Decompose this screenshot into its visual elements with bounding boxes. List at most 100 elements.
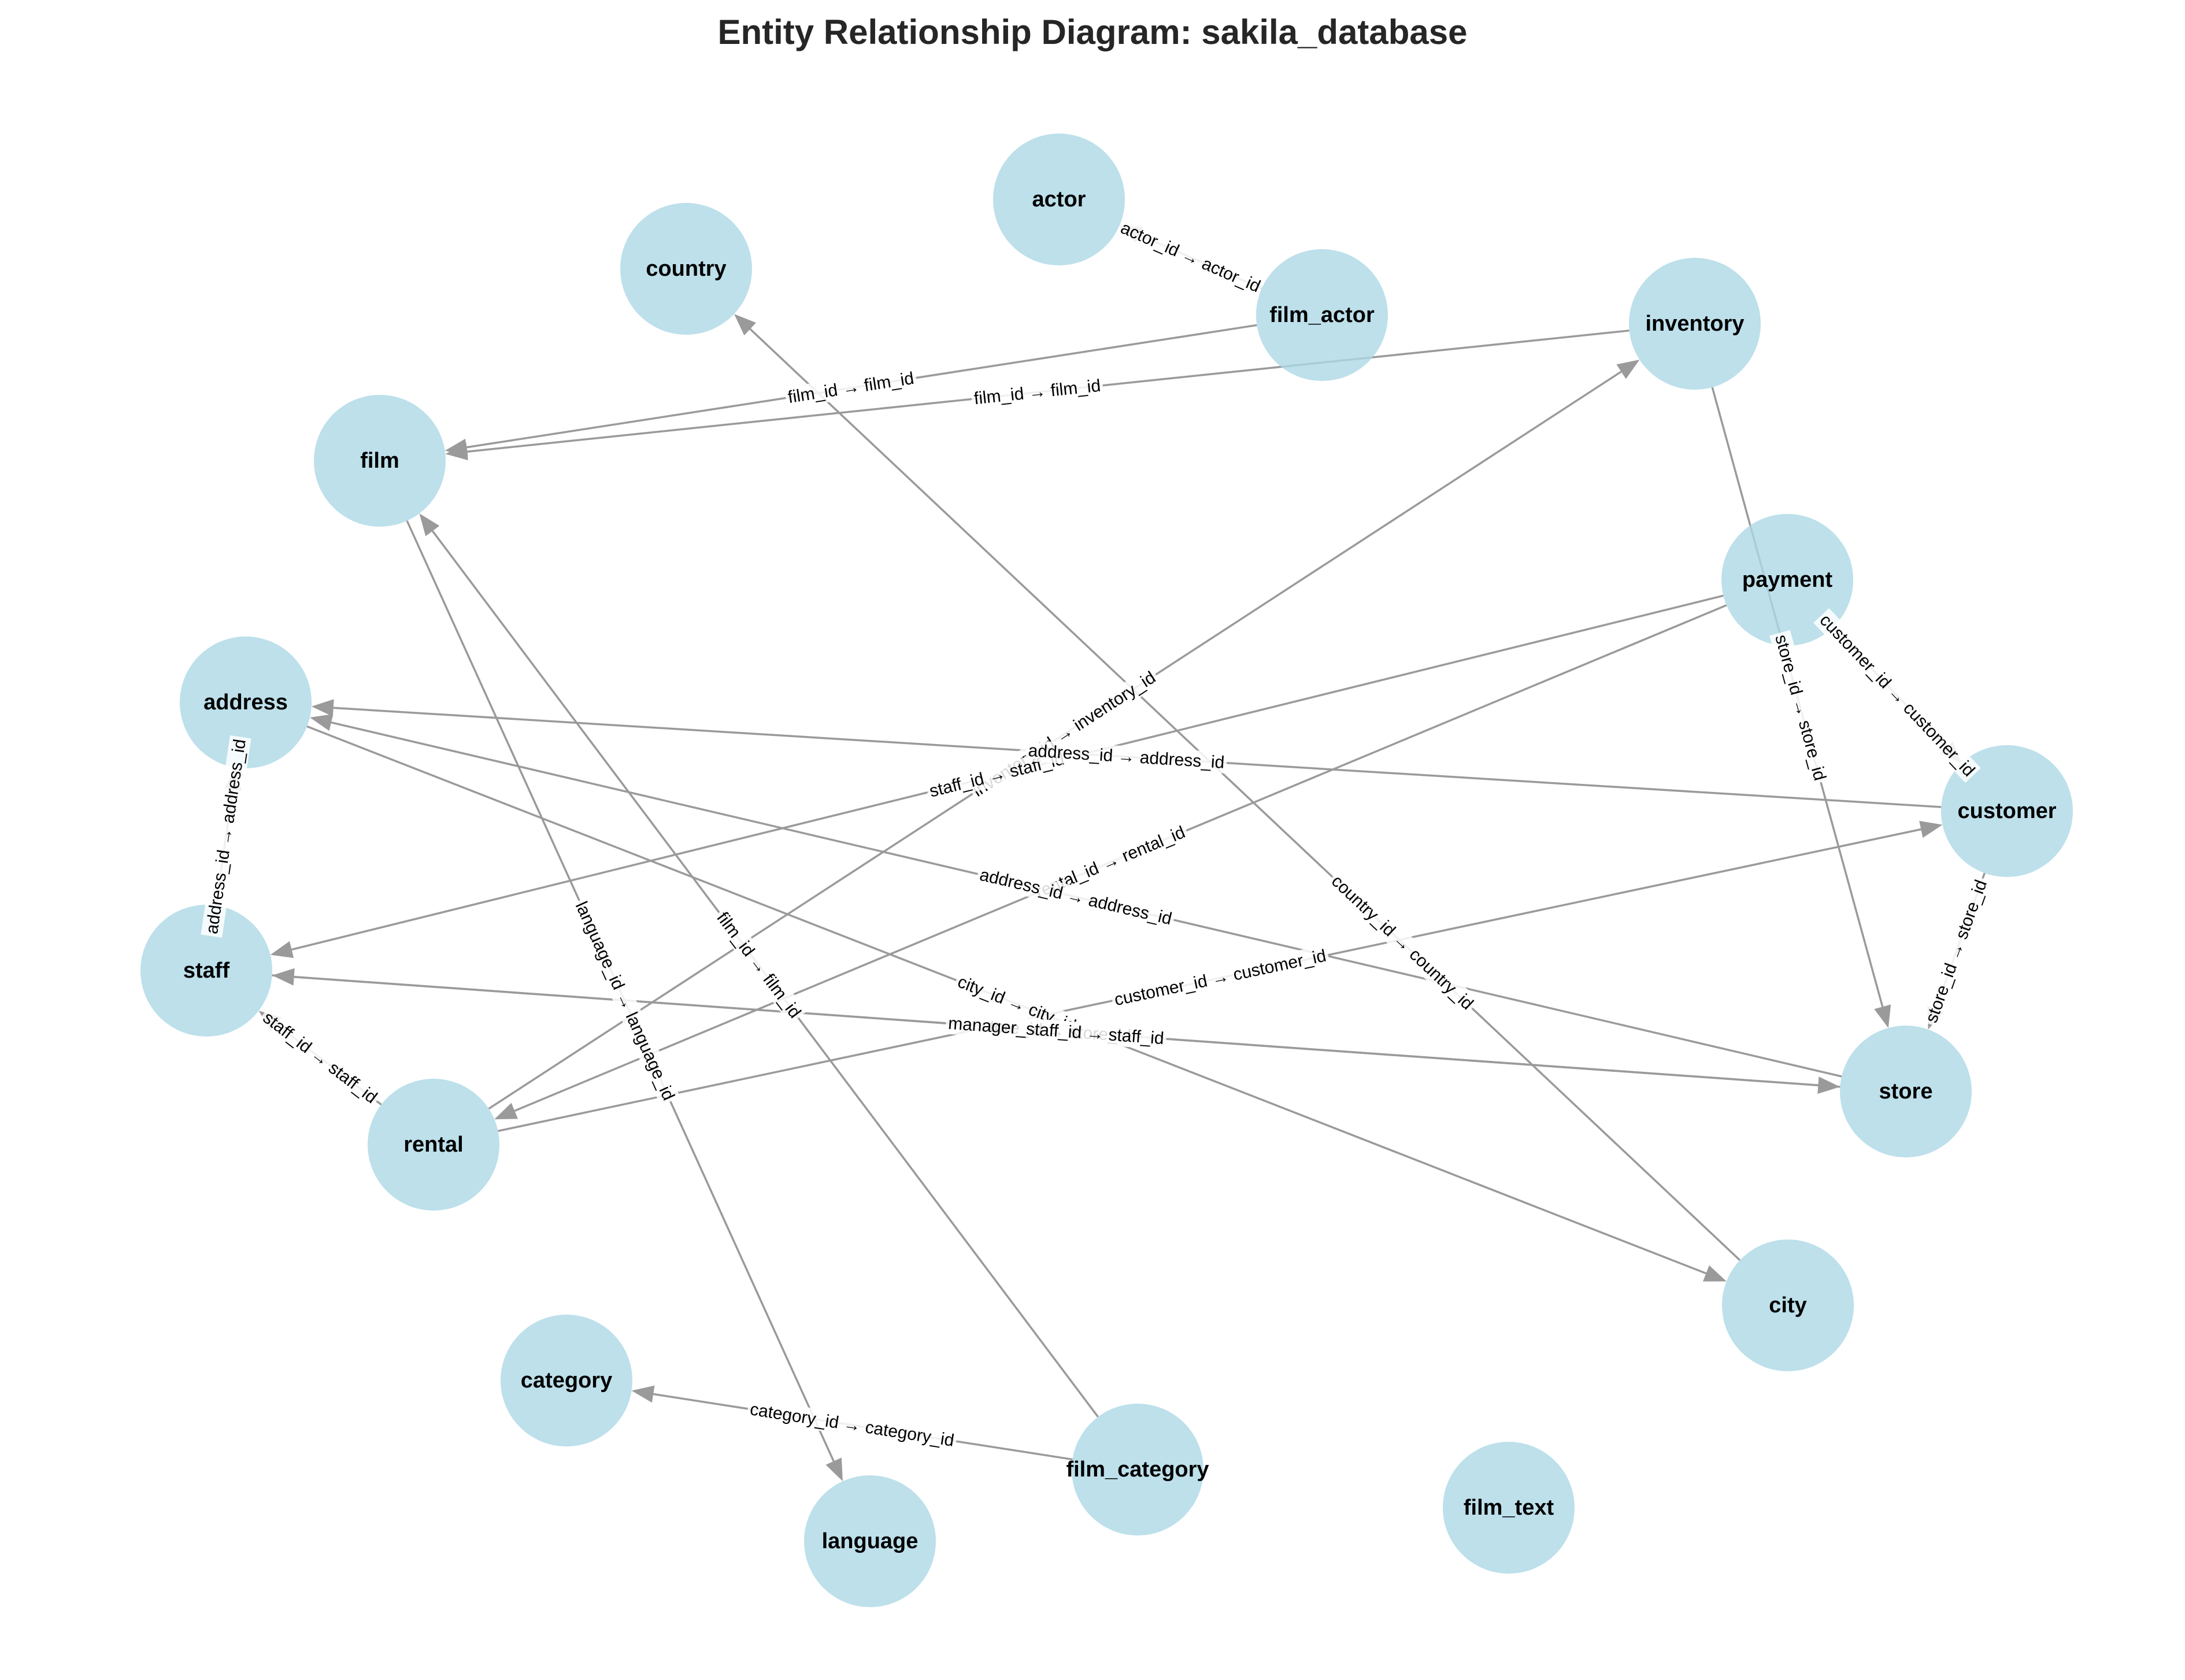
nodes-layer: actor country film_actor inventory film payme… <box>140 134 2073 1607</box>
node-label-film: film <box>360 449 399 473</box>
edge-label-background <box>201 735 251 938</box>
edge-label-background <box>1813 608 1981 783</box>
arrow-head-payment-to-staff <box>270 941 294 959</box>
arrow-head-inventory-to-film <box>445 443 468 461</box>
node-circle-film <box>314 395 446 527</box>
node-language: language <box>804 1475 936 1607</box>
arrow-head-rental-to-customer <box>1919 820 1943 838</box>
edge-city-to-country <box>749 328 1741 1261</box>
arrow-head-store-to-staff <box>272 968 295 986</box>
node-label-inventory: inventory <box>1645 312 1744 336</box>
edge-label-background <box>1769 630 1831 786</box>
node-address: address <box>180 637 312 768</box>
edge-label-background <box>257 1005 383 1110</box>
edge-label: film_id → film_id <box>973 376 1101 409</box>
node-label-store: store <box>1879 1079 1933 1104</box>
arrow-head-film-category-to-category <box>631 1385 655 1403</box>
node-circle-film-text <box>1443 1442 1575 1574</box>
edge-label-group-film-category-to-category: category_id → category_id <box>746 1398 958 1452</box>
edge-label: customer_id → customer_id <box>1816 610 1978 780</box>
node-label-address: address <box>203 690 288 715</box>
node-circle-store <box>1840 1026 1972 1157</box>
node-staff: staff <box>140 905 272 1037</box>
edges-layer <box>214 225 1986 1482</box>
node-circle-country <box>620 203 752 335</box>
edge-label-background <box>971 375 1104 410</box>
node-film-text: film_text <box>1443 1442 1575 1574</box>
node-film-actor: film_actor <box>1256 249 1388 381</box>
edge-label-background <box>569 896 680 1106</box>
edge-label-group-film-actor-to-film: film_id → film_id <box>784 367 918 409</box>
node-city: city <box>1722 1239 1854 1371</box>
node-label-film-category: film_category <box>1066 1457 1209 1482</box>
node-label-city: city <box>1769 1293 1806 1318</box>
node-country: country <box>620 203 752 335</box>
edge-label-background <box>746 1398 958 1452</box>
arrow-head-film-category-to-film <box>419 513 440 536</box>
edge-label: country_id → country_id <box>1328 872 1477 1014</box>
node-category: category <box>501 1315 632 1446</box>
arrow-head-film-to-language <box>825 1457 843 1482</box>
node-actor: actor <box>993 134 1125 265</box>
edge-label-background <box>1115 216 1266 298</box>
node-circle-city <box>1722 1239 1854 1371</box>
node-inventory: inventory <box>1629 258 1761 390</box>
node-circle-film-category <box>1072 1404 1203 1535</box>
node-label-film-actor: film_actor <box>1269 303 1375 327</box>
node-customer: customer <box>1941 745 2073 877</box>
edge-label-group-inventory-to-store: store_id → store_id <box>1769 630 1831 786</box>
arrow-head-address-to-city <box>1702 1265 1727 1282</box>
edge-label: film_id → film_id <box>787 369 916 407</box>
node-label-country: country <box>646 257 726 281</box>
edge-label-background <box>784 367 918 409</box>
node-label-payment: payment <box>1742 568 1833 592</box>
arrow-head-payment-to-rental <box>494 1102 519 1120</box>
node-film-category: film_category <box>1066 1404 1209 1535</box>
edge-label: language_id → language_id <box>572 899 678 1104</box>
node-store: store <box>1840 1026 1972 1157</box>
arrow-head-store-to-address <box>309 714 334 731</box>
edge-label-group-film-actor-to-actor: actor_id → actor_id <box>1115 216 1266 298</box>
edge-label-group-film-to-language: language_id → language_id <box>569 896 680 1106</box>
edge-label-background <box>945 1012 1167 1050</box>
edge-label: customer_id → customer_id <box>1113 946 1328 1010</box>
edge-label-background <box>1030 820 1191 904</box>
node-payment: payment <box>1721 514 1853 646</box>
node-circle-category <box>501 1315 632 1446</box>
node-label-film-text: film_text <box>1464 1496 1554 1520</box>
node-label-rental: rental <box>403 1133 463 1157</box>
node-rental: rental <box>368 1079 499 1211</box>
edge-label-group-rental-to-staff: staff_id → staff_id <box>257 1005 383 1110</box>
edge-label-background <box>1110 944 1331 1012</box>
edge-label: film_id → film_id <box>713 909 805 1022</box>
edge-label-group-payment-to-customer: customer_id → customer_id <box>1813 608 1981 783</box>
edge-label-background <box>975 863 1176 931</box>
arrow-head-city-to-country <box>734 314 756 336</box>
node-circle-address <box>180 637 312 768</box>
edge-label-group-city-to-country: country_id → country_id <box>1325 869 1480 1016</box>
node-film: film <box>314 395 446 527</box>
edge-label-background <box>710 906 807 1024</box>
node-circle-inventory <box>1629 258 1761 390</box>
node-label-language: language <box>822 1529 919 1553</box>
node-circle-rental <box>368 1079 499 1211</box>
node-circle-language <box>804 1475 936 1607</box>
edge-label-group-staff-to-address: address_id → address_id <box>201 735 251 938</box>
edge-label: staff_id → staff_id <box>260 1008 381 1108</box>
edge-label: store_id → store_id <box>1771 632 1830 783</box>
node-label-category: category <box>521 1368 612 1393</box>
diagram-title: Entity Relationship Diagram: sakila_data… <box>717 13 1467 51</box>
edge-label: category_id → category_id <box>749 1400 956 1450</box>
arrow-head-customer-to-address <box>311 699 334 717</box>
edge-label-group-customer-to-store: store_id → store_id <box>1920 875 1993 1028</box>
node-circle-payment <box>1721 514 1853 646</box>
edge-label-background <box>1325 869 1480 1016</box>
edge-label-group-inventory-to-film: film_id → film_id <box>971 375 1104 410</box>
node-circle-actor <box>993 134 1125 265</box>
arrow-head-rental-to-inventory <box>1616 360 1640 379</box>
edge-label-background <box>1920 875 1993 1028</box>
node-label-staff: staff <box>183 959 230 983</box>
node-circle-film-actor <box>1256 249 1388 381</box>
